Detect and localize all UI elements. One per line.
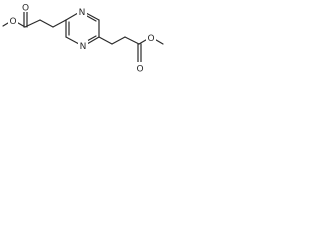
atom-n-ring-bottom: N <box>78 40 88 52</box>
atom-n-ring-top: N <box>77 6 87 18</box>
atom-o-carbonyl-left: O <box>21 2 30 14</box>
ring-bond-c-n-bottom <box>86 36 100 45</box>
bond-beta-ring-left <box>52 19 67 28</box>
ring-bond-n-c-top <box>85 12 100 21</box>
atom-label: O <box>147 34 154 44</box>
ring-inner-double-bottom <box>86 35 97 42</box>
atom-label: N <box>80 42 87 52</box>
ring-bond-c-n-top <box>65 12 79 21</box>
bond-beta-carbonyl-right <box>124 36 140 45</box>
bond-alpha-beta-right <box>111 36 126 45</box>
atom-o-ester-left: O <box>8 15 18 27</box>
atom-o-ester-right: O <box>146 32 156 44</box>
atom-label: O <box>9 17 16 27</box>
structure-diagram: O O N N O O <box>2 2 164 75</box>
bond-carbonyl-alpha-left <box>24 19 41 28</box>
ring-inner-double-top <box>86 15 97 22</box>
ring-bond-n-c-bottom <box>65 36 80 45</box>
atom-label: N <box>79 8 86 18</box>
atom-label: O <box>22 4 29 14</box>
atom-o-carbonyl-right: O <box>135 62 145 75</box>
bond-alpha-beta-left <box>39 19 54 28</box>
atom-label: O <box>136 65 143 75</box>
bond-ring-alpha-right <box>98 36 113 45</box>
